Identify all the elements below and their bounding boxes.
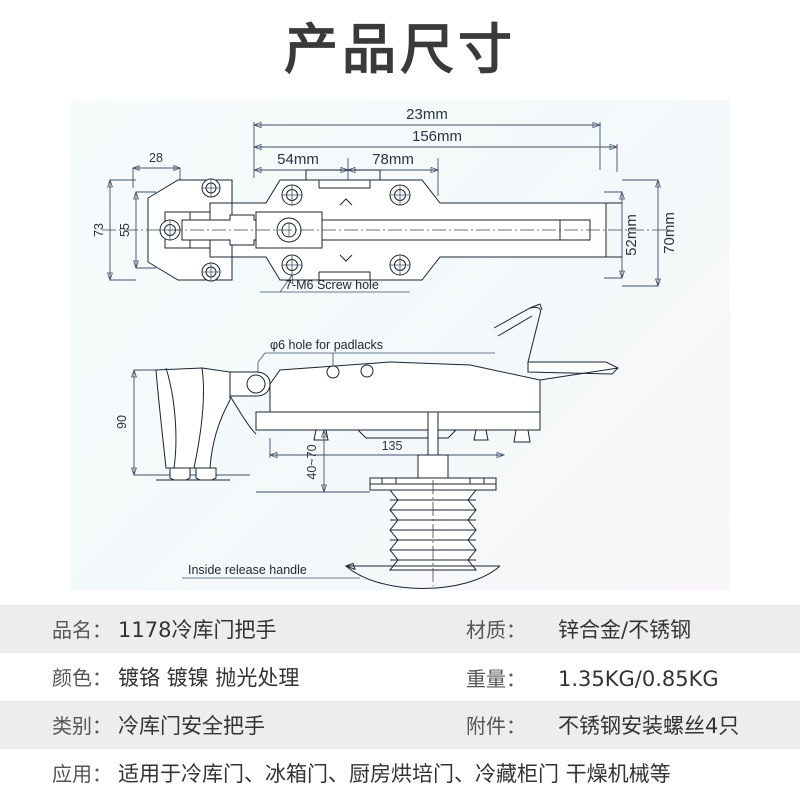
spec-value: 适用于冷库门、冰箱门、厨房烘培门、冷藏柜门 干燥机械等 [118, 762, 671, 786]
dim-90: 90 [115, 368, 250, 477]
spec-label: 重量： [466, 666, 526, 691]
spec-cell-application: 应用： 适用于冷库门、冰箱门、厨房烘培门、冷藏柜门 干燥机械等 [0, 758, 800, 788]
screw-hole-plate-br [389, 254, 411, 276]
spec-value: 镀铬 镀镍 抛光处理 [118, 666, 300, 690]
inside-release-note-label: Inside release handle [188, 563, 307, 577]
spec-value: 不锈钢安装螺丝4只 [558, 714, 740, 738]
dim-label-90: 90 [115, 415, 129, 429]
padlock-hole-1 [326, 365, 340, 379]
screw-hole-note-label: 7-M6 Screw hole [285, 278, 379, 292]
base-dish [344, 562, 501, 589]
spec-label: 类别： [52, 714, 112, 738]
table-row: 品名： 1178冷库门把手 材质： 锌合金/不锈钢 [0, 605, 800, 653]
dim-70mm: 70mm [622, 178, 678, 288]
spec-cell-category: 类别： 冷库门安全把手 [0, 710, 440, 740]
screw-hole-plate-tr [389, 184, 411, 206]
dim-40-70: 40~70 [256, 428, 370, 494]
dim-label-70mm: 70mm [661, 212, 678, 254]
padlock-hole-note-label: φ6 hole for padlacks [270, 338, 383, 352]
hinge-knuckle [229, 371, 271, 435]
dim-label-23mm: 23mm [406, 106, 448, 123]
spec-cell-material: 材质： 锌合金/不锈钢 [440, 614, 800, 644]
page-title: 产品尺寸 [284, 18, 516, 81]
title-bar: 产品尺寸 [0, 0, 800, 100]
screw-hole-bracket-bottom [201, 262, 221, 282]
dim-label-73: 73 [92, 223, 106, 237]
spec-value: 1.35KG/0.85KG [558, 666, 719, 691]
spec-label: 附件： [466, 714, 526, 738]
dim-label-52mm: 52mm [623, 214, 640, 256]
spec-label: 品名： [52, 618, 112, 642]
screw-hole-bracket-top [201, 178, 221, 198]
screw-hole-annotation: 7-M6 Screw hole [260, 273, 410, 293]
dim-label-156mm: 156mm [412, 128, 462, 145]
table-row: 应用： 适用于冷库门、冰箱门、厨房烘培门、冷藏柜门 干燥机械等 [0, 749, 800, 797]
spec-label: 材质： [466, 618, 526, 642]
dim-label-54mm: 54mm [277, 151, 319, 168]
dim-label-78mm: 78mm [372, 151, 414, 168]
dim-label-28: 28 [149, 151, 163, 165]
spec-cell-accessories: 附件： 不锈钢安装螺丝4只 [440, 710, 800, 740]
spec-cell-weight: 重量： 1.35KG/0.85KG [440, 663, 800, 692]
dim-135: 135 [268, 438, 506, 459]
dim-52mm: 52mm [604, 190, 640, 280]
top-view-group: 23mm 156mm 54mm 78mm [92, 106, 678, 293]
dim-156mm: 156mm [252, 128, 619, 172]
spec-cell-color: 颜色： 镀铬 镀镍 抛光处理 [0, 662, 440, 692]
table-row: 类别： 冷库门安全把手 附件： 不锈钢安装螺丝4只 [0, 701, 800, 749]
spec-cell-product-name: 品名： 1178冷库门把手 [0, 614, 440, 644]
spec-label: 颜色： [52, 666, 112, 690]
table-row: 颜色： 镀铬 镀镍 抛光处理 重量： 1.35KG/0.85KG [0, 653, 800, 701]
screw-hole-plate-bl [281, 254, 303, 276]
spec-value: 锌合金/不锈钢 [558, 618, 692, 642]
dim-label-135: 135 [382, 439, 403, 453]
padlock-hole-2 [360, 364, 374, 378]
spec-value: 1178冷库门把手 [118, 618, 277, 642]
dim-label-40-70: 40~70 [305, 444, 319, 479]
center-lever-bar [181, 211, 591, 249]
inside-release-annotation: Inside release handle [182, 563, 360, 579]
spec-value: 冷库门安全把手 [118, 714, 265, 738]
technical-drawing-panel: 23mm 156mm 54mm 78mm [70, 100, 730, 590]
lever-arm-open [493, 303, 619, 381]
dim-23mm: 23mm [252, 106, 602, 178]
technical-drawing-svg: 23mm 156mm 54mm 78mm [92, 106, 678, 589]
screw-hole-plate-tl [281, 184, 303, 206]
inside-release-handle-shape [155, 367, 231, 481]
spec-label: 应用： [52, 762, 112, 786]
handle-housing-side [255, 361, 541, 443]
dim-28: 28 [131, 151, 182, 188]
padlock-hole-annotation: φ6 hole for padlacks [257, 338, 495, 390]
spec-table: 品名： 1178冷库门把手 材质： 锌合金/不锈钢 颜色： 镀铬 镀镍 抛光处理… [0, 605, 800, 797]
side-view-group: φ6 hole for padlacks 90 [115, 303, 619, 589]
